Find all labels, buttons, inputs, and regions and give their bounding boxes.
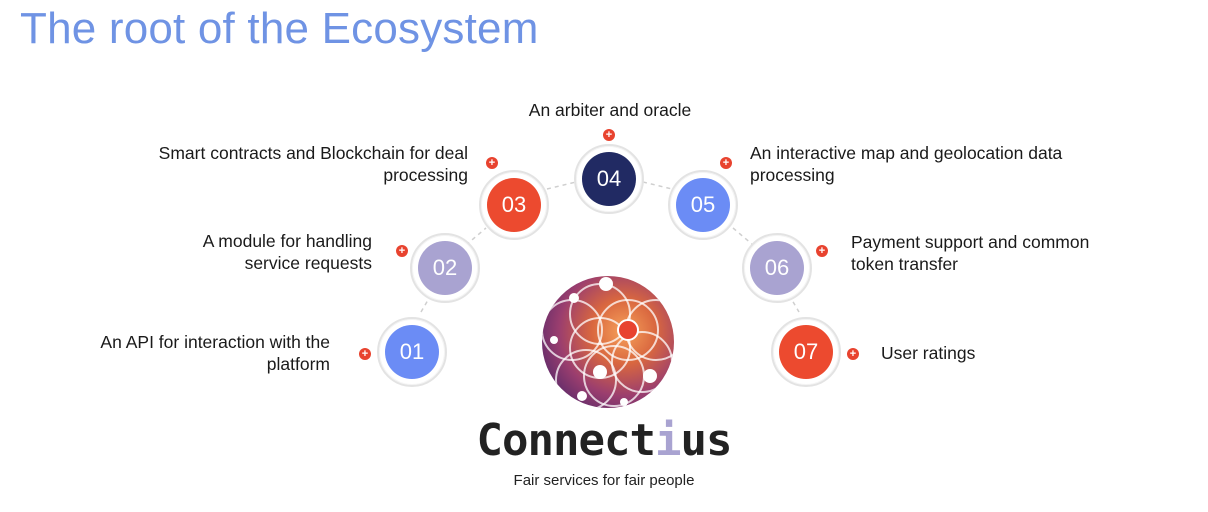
node-02-circle: 02 [418,241,472,295]
node-03-label: Smart contracts and Blockchain for deal … [158,143,468,185]
node-06-label: Payment support and common token transfe… [851,232,1090,274]
node-01-circle: 01 [385,325,439,379]
brand-tagline: Fair services for fair people [513,472,695,489]
node-01-number: 01 [399,339,425,364]
node-07-circle: 07 [779,325,833,379]
node-07-number: 07 [793,339,819,364]
node-02-label: A module for handling service requests [202,231,372,273]
node-04[interactable]: 04 [574,144,644,214]
brand-name-accent: i [654,415,681,466]
node-02[interactable]: 02 [410,233,480,303]
connectius-logo-icon [542,276,674,408]
node-05[interactable]: 05 [668,170,738,240]
node-05-circle: 05 [676,178,730,232]
node-02-expand-icon[interactable]: + [396,245,408,257]
page-title: The root of the Ecosystem [20,4,539,53]
node-05-expand-icon[interactable]: + [720,157,732,169]
node-07-label: User ratings [881,343,976,363]
node-02-number: 02 [432,255,458,280]
node-03-number: 03 [501,192,527,217]
node-07[interactable]: 07 [771,317,841,387]
brand-name-prefix: Connect [476,415,656,466]
node-01[interactable]: 01 [377,317,447,387]
brand-name: Connectius [0,415,1208,466]
node-01-expand-icon[interactable]: + [359,348,371,360]
node-04-circle: 04 [582,152,636,206]
node-05-label: An interactive map and geolocation data … [750,143,1063,185]
node-06-number: 06 [764,255,790,280]
node-04-label: An arbiter and oracle [528,100,692,120]
brand-name-suffix: us [680,415,732,466]
node-06[interactable]: 06 [742,233,812,303]
node-03[interactable]: 03 [479,170,549,240]
node-06-expand-icon[interactable]: + [816,245,828,257]
node-03-circle: 03 [487,178,541,232]
node-05-number: 05 [690,192,716,217]
node-04-number: 04 [596,166,622,191]
node-01-label: An API for interaction with the platform [100,332,330,374]
node-06-circle: 06 [750,241,804,295]
node-04-expand-icon[interactable]: + [603,129,615,141]
node-07-expand-icon[interactable]: + [847,348,859,360]
node-03-expand-icon[interactable]: + [486,157,498,169]
